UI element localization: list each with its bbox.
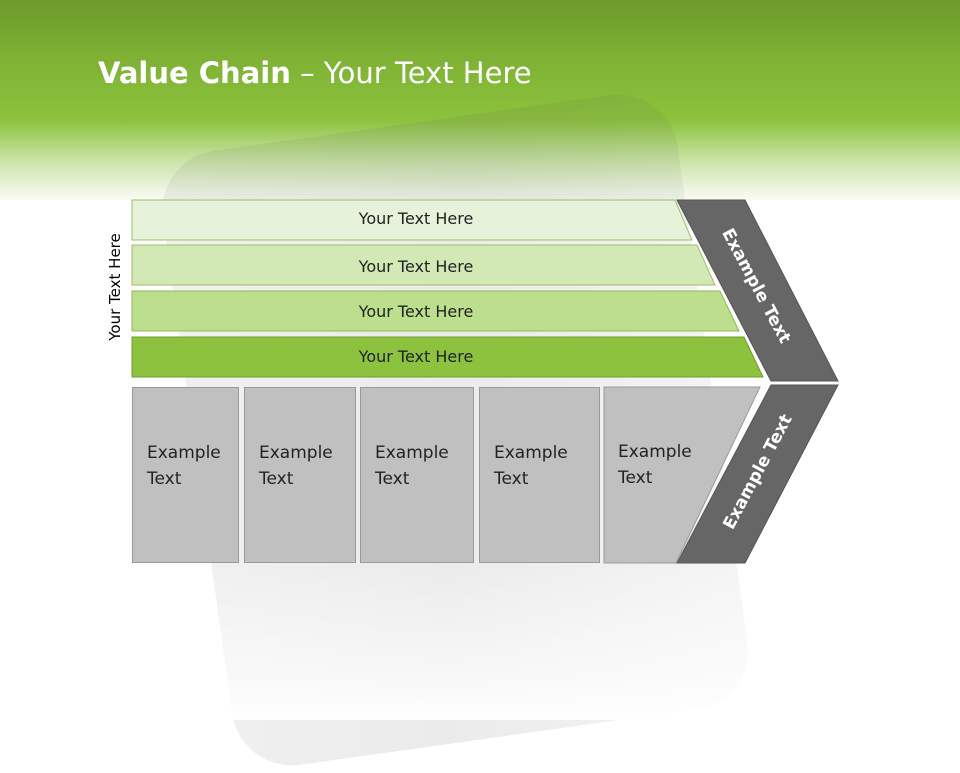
box-2-label: Example Text [259,443,333,489]
value-chain-diagram [131,199,839,564]
box-4: Example Text [479,387,600,563]
reflection-fade [0,563,960,720]
box-1: Example Text [132,387,239,563]
row-label-3: Your Text Here [358,302,474,321]
box-1-label: Example Text [147,443,221,489]
header-band [0,0,960,200]
chevron-upper [676,199,839,382]
row-label-4: Your Text Here [358,347,474,366]
row-label-2: Your Text Here [358,257,474,276]
box-5: Example Text [604,387,692,563]
box-5-label: Example Text [618,442,692,488]
row-label-1: Your Text Here [358,209,474,228]
row-bar-1 [131,199,693,241]
box-4-label: Example Text [494,443,568,489]
box-3: Example Text [360,387,474,563]
row-bar-4 [131,336,764,378]
row-bar-2 [131,244,716,286]
box-2: Example Text [244,387,356,563]
title-bold: Value Chain [98,56,291,90]
title-rest: – Your Text Here [290,56,532,90]
box-3-label: Example Text [375,443,449,489]
slide-title: Value Chain – Your Text Here [98,56,532,90]
row-bar-3 [131,290,740,332]
